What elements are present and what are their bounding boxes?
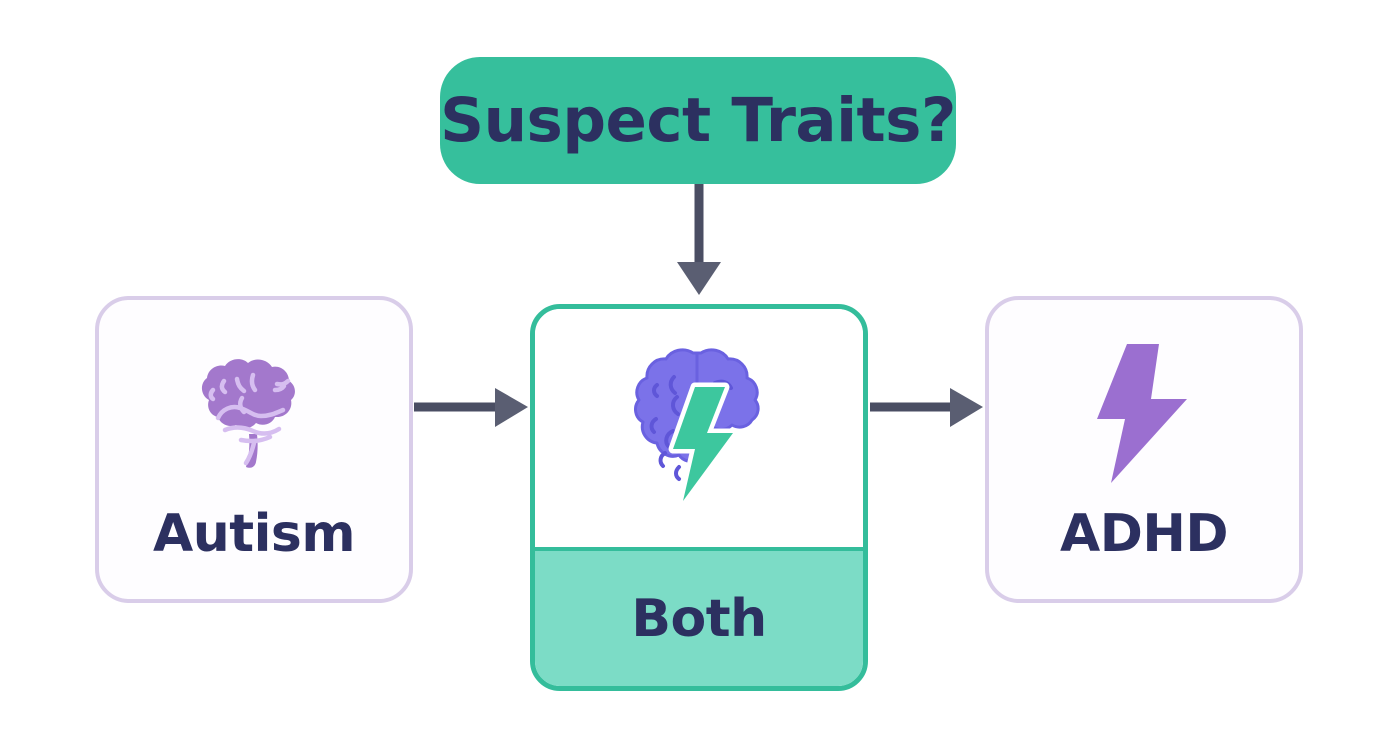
arrow-autism-to-both bbox=[414, 388, 528, 427]
node-autism-label: Autism bbox=[152, 504, 356, 564]
node-adhd-label: ADHD bbox=[1059, 504, 1229, 564]
node-autism[interactable]: Autism bbox=[95, 296, 413, 603]
node-both-label-area: Both bbox=[535, 547, 863, 686]
node-suspect-traits[interactable]: Suspect Traits? bbox=[440, 57, 956, 184]
arrow-both-to-adhd bbox=[870, 388, 983, 427]
lightning-bolt-icon bbox=[1089, 338, 1199, 488]
arrow-suspect-to-both bbox=[677, 184, 721, 295]
node-both-label: Both bbox=[631, 588, 767, 649]
brain-bolt-icon bbox=[634, 348, 760, 506]
node-adhd[interactable]: ADHD bbox=[985, 296, 1303, 603]
node-suspect-traits-label: Suspect Traits? bbox=[440, 85, 956, 156]
brain-icon bbox=[179, 338, 329, 488]
node-both-icon-area bbox=[535, 309, 863, 547]
node-both[interactable]: Both bbox=[530, 304, 868, 691]
